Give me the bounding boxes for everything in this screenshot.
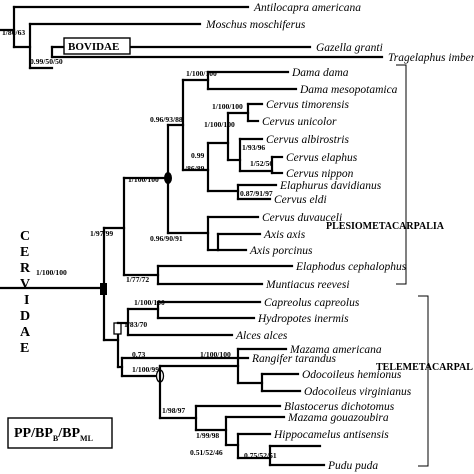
support-value: 1/100/99 [132,365,159,374]
support-value: 1/100/100 [186,69,217,78]
support-value: 0.96/93/88 [150,115,183,124]
telemetacarpal-label: TELEMETACARPAL [376,362,473,373]
cervidae-root [0,226,126,342]
taxon-label: Alces alces [235,330,288,342]
taxon-label: Cervus elaphus [286,152,358,164]
taxon-label: Muntiacus reevesi [265,279,350,291]
support-value: 1/80/63 [2,28,25,37]
support-value: 1/52/56 [250,159,273,168]
svg-text:I: I [24,293,29,308]
taxon-label: Antilocapra americana [253,2,361,14]
taxon-label: Hippocamelus antisensis [273,429,389,441]
taxon-label: Capreolus capreolus [264,297,360,309]
taxon-label: Rangifer tarandus [251,353,337,365]
support-value: 1/98/97 [162,406,185,415]
capreolinae-node-marker [113,322,122,335]
taxon-label: Hydropotes inermis [257,313,349,325]
svg-text:A: A [20,325,31,340]
taxon-label: Odocoileus hemionus [302,369,402,381]
taxon-label: Pudu puda [327,460,378,472]
taxon-label: Gazella granti [316,42,383,54]
taxon-label: Cervus unicolor [262,116,337,128]
bovidae-label: BOVIDAE [63,37,131,55]
taxon-label: Elaphurus davidianus [279,180,382,192]
svg-text:E: E [20,341,29,356]
taxon-label: Blastocerus dichotomus [284,401,395,413]
taxon-label: Cervus duvauceli [262,212,342,224]
support-value: 0.73 [132,350,145,359]
support-value: 0.87/91/97 [240,189,273,198]
support-value: 0.75/52/51 [244,451,277,460]
support-value: 1/99/98 [196,431,219,440]
support-value: 1/100/100 [36,268,67,277]
taxon-label: Axis porcinus [249,245,313,257]
taxon-label: Axis axis [263,229,306,241]
taxon-label: Cervus albirostris [266,134,349,146]
group-brackets [396,64,429,467]
taxon-label: Tragelaphus imberbis [388,52,474,64]
support-value: 1/77/72 [126,275,149,284]
svg-text:C: C [20,229,30,244]
support-value: 0.99/50/50 [30,57,63,66]
svg-text:E: E [20,245,29,260]
outgroup-branches [0,5,384,70]
taxon-label: Cervus timorensis [266,99,349,111]
support-values: 1/80/63 0.99/50/50 1/100/100 0.96/93/88 … [2,28,277,460]
support-value: 0.99 [191,151,204,160]
support-value: 1/97/99 [90,229,113,238]
svg-text:V: V [20,277,30,292]
support-value: 1/100/100 [212,102,243,111]
support-value: 1/100/100 [200,350,231,359]
support-value: 0.96/90/91 [150,234,183,243]
plesiometacarpalia-branches [122,70,298,286]
cervidae-label: C E R V I D A E [20,229,31,356]
support-value: 1/100/100 [134,298,165,307]
support-legend: PP/BPB/BPML [7,417,113,449]
support-value: 1/93/96 [242,143,265,152]
taxon-label: Dama dama [291,67,349,79]
support-value: 1/83/70 [124,320,147,329]
support-value: /86/89 [184,164,205,173]
svg-text:D: D [20,309,30,324]
taxon-labels: Antilocapra americana Moschus moschiferu… [205,2,474,472]
support-value: 1/100/100 [128,175,159,184]
plesiometacarpalia-label: PLESIOMETACARPALIA [326,221,445,232]
taxon-label: Mazama gouazoubira [287,412,389,424]
support-value: 0.51/52/46 [190,448,223,457]
taxon-label: Odocoileus virginianus [304,386,412,398]
support-value: 1/100/100 [204,120,235,129]
svg-text:BOVIDAE: BOVIDAE [68,41,119,53]
telemetacarpal-branches [113,300,326,467]
svg-text:PP/BPB/BPML: PP/BPB/BPML [14,426,93,443]
taxon-label: Cervus eldi [274,194,327,206]
taxon-label: Mazama americana [289,344,382,356]
taxon-label: Dama mesopotamica [299,84,398,96]
svg-text:R: R [20,261,31,276]
taxon-label: Moschus moschiferus [205,19,306,31]
taxon-label: Elaphodus cephalophus [295,261,407,273]
taxon-label: Cervus nippon [286,168,354,180]
